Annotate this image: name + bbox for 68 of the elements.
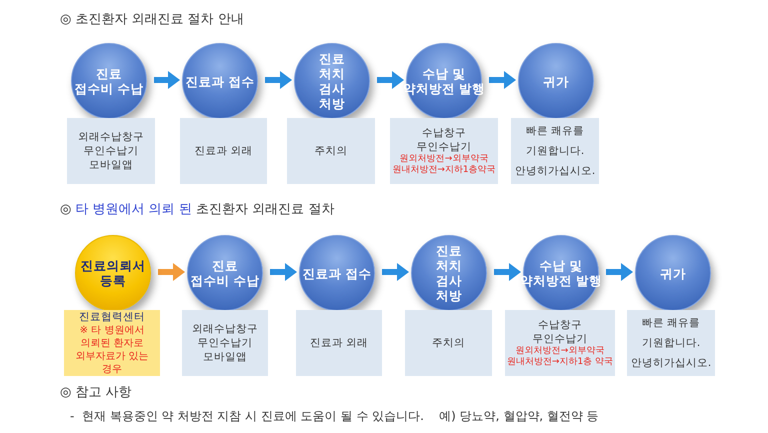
step-circle bbox=[635, 235, 711, 311]
section-heading: ◎ 참고 사항 bbox=[60, 384, 132, 401]
info-text: 수납창구 bbox=[422, 126, 466, 140]
info-text: 모바일앱 bbox=[203, 350, 247, 364]
step-circle bbox=[187, 235, 263, 311]
info-text: 주치의 bbox=[314, 144, 348, 158]
note-text: - 현재 복용중인 약 처방전 지참 시 진료에 도움이 될 수 있습니다. 예) 당뇨약, 혈압약, 혈전약 등 bbox=[70, 408, 599, 425]
section-heading: ◎ 초진환자 외래진료 절차 안내 bbox=[60, 11, 244, 28]
arrow bbox=[154, 71, 180, 89]
info-text: 수납창구 bbox=[538, 318, 582, 332]
step-circle bbox=[71, 43, 147, 119]
info-text: 빠른 쾌유를 bbox=[642, 316, 700, 330]
info-box bbox=[390, 118, 498, 184]
arrow bbox=[489, 71, 516, 89]
info-text: 안녕히가십시오. bbox=[514, 164, 596, 178]
info-text: 빠른 쾌유를 bbox=[526, 124, 584, 138]
info-text: 외래수납창구 bbox=[192, 322, 258, 336]
step-label: 진료과 접수 bbox=[185, 74, 255, 88]
arrow bbox=[377, 71, 404, 89]
note-text: 원외처방전→외부약국 bbox=[400, 154, 488, 165]
info-box bbox=[405, 310, 492, 376]
info-box bbox=[180, 118, 267, 184]
step-circle bbox=[518, 43, 594, 119]
info-box bbox=[511, 118, 599, 184]
info-box bbox=[627, 310, 715, 376]
info-text: 외래수납창구 bbox=[78, 130, 144, 144]
info-text: 무인수납기 bbox=[416, 140, 472, 154]
info-text: 무인수납기 bbox=[198, 336, 252, 350]
arrow bbox=[270, 263, 297, 281]
info-box bbox=[64, 310, 160, 376]
step-label: 진료과 접수 bbox=[302, 266, 372, 280]
arrow bbox=[158, 263, 185, 281]
info-text: 무인수납기 bbox=[532, 332, 588, 346]
arrow bbox=[606, 263, 633, 281]
info-text: 주치의 bbox=[432, 336, 465, 350]
info-box bbox=[505, 310, 615, 376]
step-label: 진료 처치 검사 처방 bbox=[436, 243, 462, 303]
info-box bbox=[287, 118, 375, 184]
step-label: 진료의뢰서 등록 bbox=[80, 258, 146, 288]
step-circle bbox=[182, 43, 258, 119]
note-text: ※ 타 병원에서 의뢰된 환자로 외부자료가 있는 경우 bbox=[74, 324, 150, 376]
info-text: 모바일앱 bbox=[89, 158, 133, 172]
arrow bbox=[494, 263, 521, 281]
step-circle bbox=[299, 235, 375, 311]
step-circle bbox=[411, 235, 487, 311]
step-label: 귀가 bbox=[660, 266, 686, 280]
note-text: 원내처방전→지하1층약국 bbox=[392, 165, 496, 176]
info-text: 기원합니다. bbox=[642, 336, 700, 350]
section-heading: ◎ 타 병원에서 의뢰 된 초진환자 외래진료 절차 bbox=[60, 201, 334, 218]
info-text: 무인수납기 bbox=[84, 144, 138, 158]
arrow bbox=[382, 263, 409, 281]
info-text: 안녕히가십시오. bbox=[630, 356, 712, 370]
note-text: 원내처방전→지하1층 약국 bbox=[506, 357, 614, 368]
info-text: 진료과 외래 bbox=[310, 336, 368, 350]
step-label: 진료 접수비 수납 bbox=[190, 258, 260, 288]
step-label: 진료 처치 검사 처방 bbox=[319, 51, 345, 111]
note-text: 원외처방전→외부약국 bbox=[516, 346, 604, 357]
info-box bbox=[182, 310, 268, 376]
info-text: 진료협력센터 bbox=[79, 310, 145, 324]
info-text: 기원합니다. bbox=[526, 144, 584, 158]
info-text: 진료과 외래 bbox=[194, 144, 253, 158]
info-box bbox=[296, 310, 382, 376]
step-label: 진료 접수비 수납 bbox=[74, 66, 144, 96]
step-circle bbox=[294, 43, 370, 119]
step-circle bbox=[75, 235, 151, 311]
info-box bbox=[67, 118, 155, 184]
arrow bbox=[265, 71, 292, 89]
step-label: 귀가 bbox=[543, 74, 569, 88]
